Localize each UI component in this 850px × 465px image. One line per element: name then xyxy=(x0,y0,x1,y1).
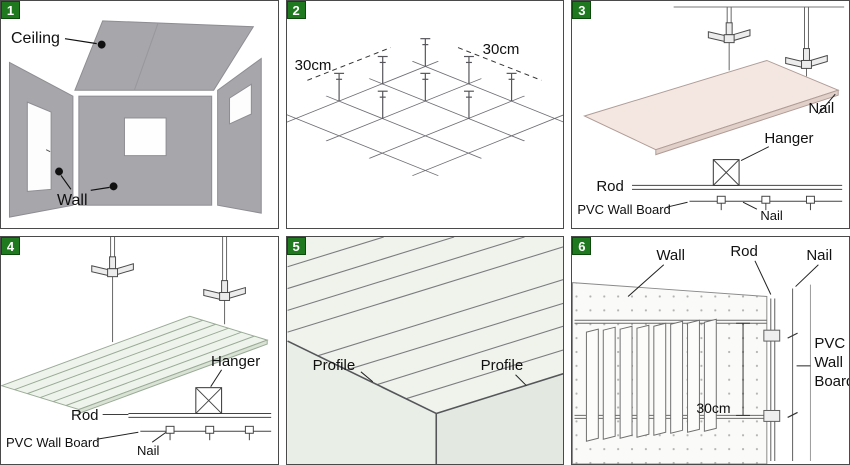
dimension-left-label: 30cm xyxy=(294,57,332,74)
rod-label: Rod xyxy=(71,407,99,424)
profile-label-left: Profile xyxy=(312,357,356,374)
rod-label: Rod xyxy=(596,178,624,195)
profile-label-right: Profile xyxy=(480,357,524,374)
step-number-badge: 1 xyxy=(1,1,20,19)
nail-label-top: Nail xyxy=(808,100,835,117)
dimension-right-label: 30cm xyxy=(482,41,520,58)
rod-label: Rod xyxy=(730,243,758,260)
nail-label: Nail xyxy=(137,443,160,458)
panel-2: 2 xyxy=(285,0,565,229)
panel-4: 4 xyxy=(0,236,279,465)
step-number-badge: 4 xyxy=(1,237,20,255)
wall-label: Wall xyxy=(656,247,685,264)
hanger-label: Hanger xyxy=(211,353,261,370)
panel-3: 3 xyxy=(571,0,850,229)
pvc-wall-board-label-line1: PVC xyxy=(814,335,846,352)
panel-6: 6 xyxy=(571,236,850,465)
nail-label-bottom: Nail xyxy=(760,208,783,223)
ceiling-label: Ceiling xyxy=(11,30,60,47)
pvc-wall-board-label: PVC Wall Board xyxy=(6,435,100,450)
pvc-wall-board-label-line3: Board xyxy=(814,373,849,390)
step-number-badge: 5 xyxy=(286,237,306,255)
pvc-board-strips xyxy=(586,318,718,442)
profile-corner-illustration xyxy=(286,237,564,464)
room-illustration xyxy=(8,20,262,218)
panel-1: 1 Ceiling Wall xyxy=(0,0,279,229)
wall-boards-illustration xyxy=(572,260,820,464)
dimension-label: 30cm xyxy=(696,400,731,416)
rod-grid-illustration xyxy=(286,38,564,176)
step-number-badge: 2 xyxy=(286,1,306,19)
pvc-wall-board-label: PVC Wall Board xyxy=(577,202,671,217)
nail-label: Nail xyxy=(806,247,833,264)
pvc-wall-board-label-line2: Wall xyxy=(814,354,843,371)
ceiling-board-illustration xyxy=(583,6,845,211)
panel-5: 5 xyxy=(285,236,565,465)
step-number-badge: 3 xyxy=(572,1,592,19)
step-number-badge: 6 xyxy=(572,237,592,255)
ceiling-planks-illustration xyxy=(1,237,272,443)
hanger-label: Hanger xyxy=(764,130,814,147)
wall-label: Wall xyxy=(57,192,88,209)
